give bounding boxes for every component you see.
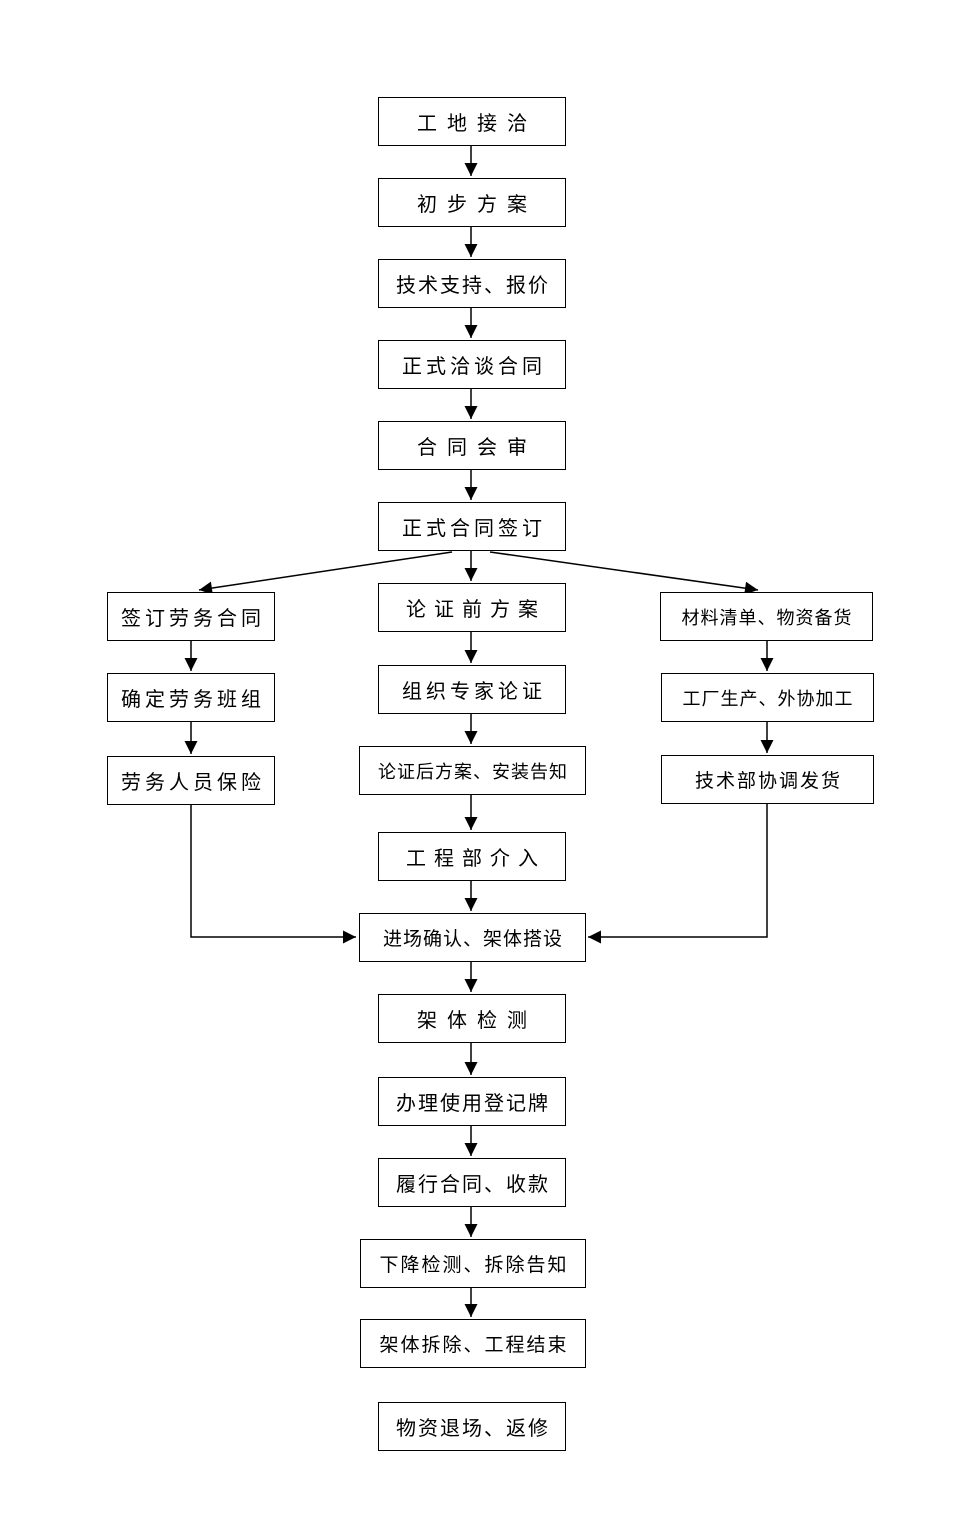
arrow-insurance-to-site-entry [190, 805, 356, 944]
node-labor-insurance: 劳务人员保险 [107, 756, 275, 805]
arrow-signing-to-material-list [489, 551, 759, 595]
node-site-contact: 工地接洽 [378, 97, 566, 146]
node-pre-review-plan: 论证前方案 [378, 583, 566, 632]
node-labor-contract-signing: 签订劳务合同 [107, 592, 275, 641]
node-tech-support-quote: 技术支持、报价 [378, 259, 566, 308]
node-engineering-dept-involvement: 工程部介入 [378, 832, 566, 881]
node-site-entry-erection: 进场确认、架体搭设 [359, 913, 586, 962]
node-preliminary-plan: 初步方案 [378, 178, 566, 227]
node-contract-fulfillment-payment: 履行合同、收款 [378, 1158, 566, 1207]
node-contract-negotiation: 正式洽谈合同 [378, 340, 566, 389]
arrow-signing-to-labor-contract [198, 551, 453, 595]
node-contract-signing: 正式合同签订 [378, 502, 566, 551]
node-material-return-repair: 物资退场、返修 [378, 1402, 566, 1451]
node-material-list-stocking: 材料清单、物资备货 [660, 592, 873, 641]
node-tech-dept-delivery: 技术部协调发货 [661, 755, 874, 804]
node-factory-production: 工厂生产、外协加工 [661, 673, 874, 722]
node-contract-review: 合同会审 [378, 421, 566, 470]
node-frame-removal-completion: 架体拆除、工程结束 [360, 1319, 586, 1368]
node-post-review-plan-notice: 论证后方案、安装告知 [359, 746, 586, 795]
node-frame-inspection: 架体检测 [378, 994, 566, 1043]
node-lowering-inspection-notice: 下降检测、拆除告知 [360, 1239, 586, 1288]
node-expert-review: 组织专家论证 [378, 665, 566, 714]
arrow-tech-dept-delivery-to-site-entry [588, 804, 768, 944]
node-usage-registration: 办理使用登记牌 [378, 1077, 566, 1126]
node-labor-team-confirmation: 确定劳务班组 [107, 673, 275, 722]
